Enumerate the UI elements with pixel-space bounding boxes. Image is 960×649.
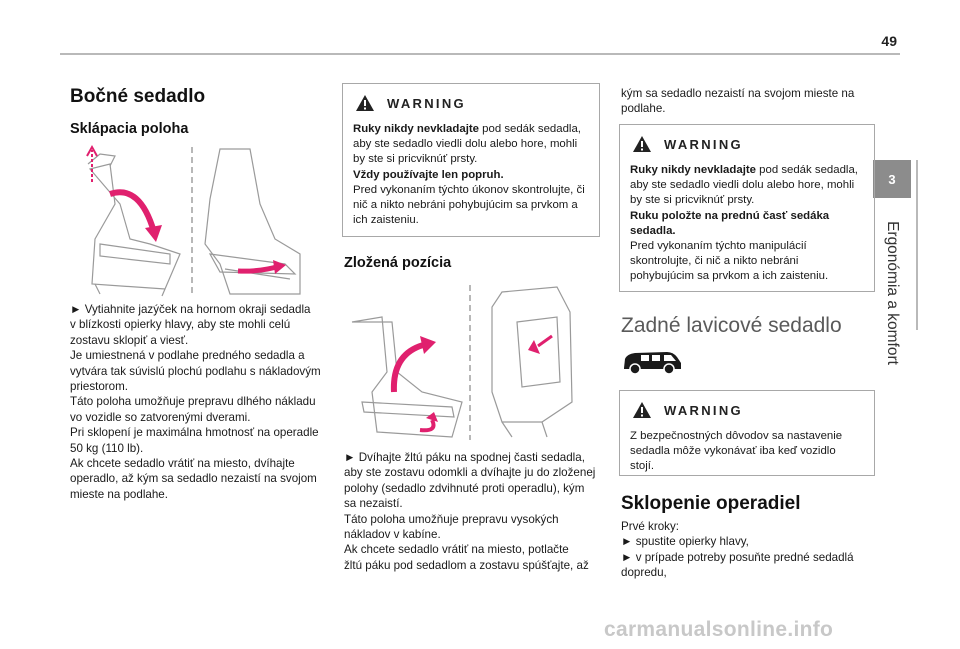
col2-line: sa nezaistí. [344, 497, 403, 511]
col3-line: dopredu, [621, 566, 667, 580]
chapter-number: 3 [888, 171, 896, 187]
col3-intro: kým sa sedadlo nezaistí na svojom mieste… [621, 86, 881, 117]
warning-line: aby ste sedadlo viedli dolu alebo hore, … [353, 138, 578, 151]
warning-line: skontrolujte, či nič a nikto nebráni [630, 255, 799, 268]
col2-line: Ak chcete sedadlo vrátiť na miesto, potl… [344, 543, 569, 557]
warning-triangle-icon [633, 402, 651, 418]
col1-line: Je umiestnená v podlahe predného sedadla… [70, 349, 305, 363]
chapter-title: Ergonómia a komfort [884, 221, 901, 365]
col1-line: vytvára tak súvislú plochú podlahu s nák… [70, 364, 321, 378]
warning-line: pohybujúcim sa prvkom a ich zaisteniu. [630, 270, 829, 283]
side-rule [916, 160, 918, 330]
col2-line: polohy (sedadlo zdvihnuté proti operadlu… [344, 481, 585, 495]
warning-bold: sedadla. [630, 224, 676, 237]
warning-label: WARNING [664, 402, 743, 418]
col3-line: ► spustite opierky hlavy, [621, 535, 749, 549]
seat-folded-illustration [351, 285, 573, 440]
col3-line: ► v prípade potreby posuňte predné sedad… [621, 550, 854, 564]
warning-text: Ruky nikdy nevkladajte pod sedák sedadla… [630, 163, 864, 285]
warning-text-run: pod sedák sedadla, [755, 164, 858, 176]
van-icon [621, 350, 683, 376]
warning-triangle-icon [356, 95, 374, 111]
warning-label: WARNING [664, 136, 743, 152]
warning-line: Pred vykonaním týchto úkonov skontrolujt… [353, 183, 585, 196]
warning-box-stationary: WARNING Z bezpečnostných dôvodov sa nast… [619, 390, 875, 476]
seat-fold-illustration [86, 144, 301, 297]
col2-line: Táto poloha umožňuje prepravu vysokých [344, 512, 559, 526]
col1-body: ► Vytiahnite jazýček na hornom okraji se… [70, 302, 330, 502]
chapter-title-vertical: Ergonómia a komfort [870, 208, 914, 378]
warning-line: Pred vykonaním týchto manipulácií [630, 240, 807, 253]
col1-line: priestorom. [70, 380, 128, 394]
warning-line: sedadla môže vykonávať iba keď vozidlo [630, 445, 836, 458]
warning-box-hands: WARNING Ruky nikdy nevkladajte pod sedák… [342, 83, 600, 237]
col2-body: ► Dvíhajte žltú páku na spodnej časti se… [344, 450, 606, 573]
warning-line: by ste si pricviknúť prsty. [630, 194, 755, 207]
col1-line: 50 kg (110 lb). [70, 441, 144, 455]
header-rule [60, 53, 900, 55]
figure-side-seat-folding [70, 144, 315, 299]
col3-intro-line: podlahe. [621, 102, 666, 116]
chapter-tab[interactable]: 3 [873, 160, 911, 198]
col2-line: žltú páku pod sedadlom a zostavu spúšťaj… [344, 558, 589, 572]
col2-line: nákladov v kabíne. [344, 528, 441, 542]
figure-folded-seat [342, 282, 600, 442]
warning-bold: Ruky nikdy nevkladajte [630, 164, 756, 176]
col1-line: mieste na podlahe. [70, 487, 168, 501]
warning-line: ich zaisteniu. [353, 214, 419, 227]
section-title-backrest-folding: Sklopenie operadiel [621, 493, 801, 514]
col1-line: v blízkosti opierky hlavy, aby ste mohli… [70, 318, 291, 332]
col1-line: vo vozidle so zatvorenými dverami. [70, 410, 251, 424]
warning-text: Ruky nikdy nevkladajte pod sedák sedadla… [353, 122, 589, 228]
warning-text-run: pod sedák sedadla, [478, 123, 581, 135]
subtitle-folded-position: Zložená pozícia [344, 255, 452, 271]
warning-box-front-seat: WARNING Ruky nikdy nevkladajte pod sedák… [619, 124, 875, 292]
warning-header: WARNING [632, 399, 864, 421]
warning-label: WARNING [387, 95, 466, 111]
page-number: 49 [881, 33, 897, 49]
warning-text: Z bezpečnostných dôvodov sa nastavenie s… [630, 429, 864, 475]
warning-line: aby ste sedadlo viedli dolu alebo hore, … [630, 179, 855, 192]
warning-bold: Ruky nikdy nevkladajte [353, 123, 479, 135]
section-title-rear-bench: Zadné lavicové sedadlo [621, 314, 842, 337]
warning-header: WARNING [632, 133, 864, 155]
warning-line: stojí. [630, 460, 655, 473]
section-title-side-seat: Bočné sedadlo [70, 86, 206, 107]
col3-body: Prvé kroky: ► spustite opierky hlavy, ► … [621, 519, 881, 581]
col1-line: operadlo, až kým sa sedadlo nezaistí na … [70, 472, 317, 486]
col2-line: aby ste zostavu odomkli a dvíhajte ju do… [344, 466, 596, 480]
warning-line: by ste si pricviknúť prsty. [353, 153, 478, 166]
col1-line: ► Vytiahnite jazýček na hornom okraji se… [70, 303, 311, 316]
warning-triangle-icon [633, 136, 651, 152]
col3-intro-line: kým sa sedadlo nezaistí na svojom mieste… [621, 87, 855, 100]
watermark: carmanualsonline.info [604, 618, 834, 641]
warning-line: nič a nikto nebráni pohybujúcim sa prvko… [353, 199, 578, 212]
col1-line: Pri sklopení je maximálna hmotnosť na op… [70, 426, 319, 440]
col2-line: ► Dvíhajte žltú páku na spodnej časti se… [344, 451, 585, 464]
warning-header: WARNING [355, 92, 589, 114]
col1-line: Ak chcete sedadlo vrátiť na miesto, dvíh… [70, 457, 295, 471]
col1-line: zostavu sklopiť a viesť. [70, 333, 189, 347]
col1-line: Táto poloha umožňuje prepravu dlhého nák… [70, 395, 316, 409]
warning-line: Z bezpečnostných dôvodov sa nastavenie [630, 430, 843, 442]
subtitle-folding-position: Sklápacia poloha [70, 121, 189, 137]
col3-line: Prvé kroky: [621, 520, 679, 533]
warning-bold: Vždy používajte len popruh. [353, 168, 504, 181]
warning-bold: Ruku položte na prednú časť sedáka [630, 209, 830, 222]
